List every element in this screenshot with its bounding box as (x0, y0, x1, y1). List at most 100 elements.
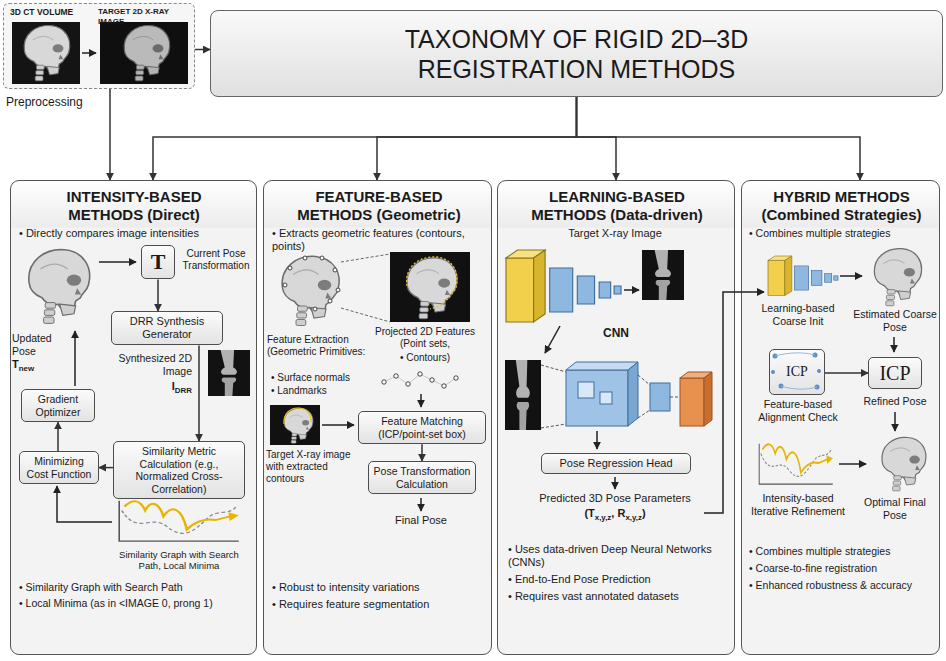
intensity-illustration (29, 250, 250, 541)
label-group: • Landmarks (271, 385, 366, 397)
box-label: Feature Matching (ICP/point-set box) (363, 415, 481, 440)
hybrid-illustration (759, 249, 926, 491)
caption-label: • Contours) (400, 352, 450, 363)
caption-label: (T (584, 507, 594, 519)
label-group: Feature Extraction (Geometric Primitives… (267, 334, 367, 358)
flow-arrow (157, 279, 159, 311)
box-label: Pose Regression Head (559, 457, 672, 470)
bullet-text: • Enhanced robustness & accuracy (749, 579, 937, 592)
caption-label: I (172, 380, 175, 392)
caption-label: • Landmarks (271, 385, 327, 396)
title-text: TAXONOMY OF RIGID 2D–3D REGISTRATION MET… (342, 24, 812, 84)
caption-label: CNN (603, 326, 629, 340)
box-label: Minimizing Cost Function (24, 455, 94, 480)
bullet-text: • Coarse-to-fine registration (749, 562, 937, 575)
label-group: Tnew (12, 358, 68, 374)
label-group: Updated Pose (12, 332, 68, 357)
box-label: Similarity Metric Calculation (e.g., Nor… (118, 445, 240, 495)
bullet-text: • Uses data-driven Deep Neural Networks … (508, 543, 728, 569)
caption-label: Optimal Final Pose (864, 496, 926, 521)
flow-arrow (577, 97, 617, 180)
bullet-text: • End-to-End Pose Prediction (508, 573, 728, 586)
icp-box: ICP (868, 357, 922, 389)
icp-box: ICP (769, 349, 825, 395)
process-box: Pose Regression Head (541, 453, 691, 474)
caption-label: Refined Pose (863, 395, 926, 407)
label-group: Refined Pose (852, 395, 938, 408)
label-group: Target X-ray image with extracted contou… (266, 449, 356, 485)
process-box: DRR Synthesis Generator (111, 311, 223, 345)
label-group: Intensity-based Iterative Refinement (746, 492, 850, 517)
caption-label: Target X-ray image with extracted contou… (266, 449, 350, 484)
flow-arrow (421, 444, 423, 461)
flow-arrow (198, 345, 200, 441)
box-caption: Current Pose Transformation (180, 248, 252, 272)
caption-label: Target X-ray Image (568, 227, 662, 239)
caption-label: Learning-based Coarse Init (762, 302, 835, 327)
image-caption: 3D CT VOLUME (10, 7, 90, 17)
bullet-text: • Extracts geometric features (contours,… (272, 227, 487, 253)
label-group: Learning-based Coarse Init (748, 302, 848, 327)
method-panel: FEATURE-BASED METHODS (Geometric)• Extra… (263, 180, 492, 655)
flow-arrow (57, 422, 59, 451)
flow-arrow (577, 97, 861, 180)
subscript-label: new (19, 364, 34, 373)
preprocessing-box: 3D CT VOLUMETARGET 2D X-RAY IMAGEPreproc… (3, 3, 195, 89)
step-label: Preprocessing (6, 95, 101, 109)
panel-heading: HYBRID METHODS (Combined Strategies) (752, 188, 931, 224)
caption-label: Projected 2D Features (Point sets, (375, 326, 475, 349)
label-group: Target X-ray Image (530, 227, 700, 240)
caption-label: Final Pose (395, 514, 447, 526)
caption-label: • Surface normals (271, 372, 350, 383)
process-box: Feature Matching (ICP/point-set box) (358, 411, 486, 444)
subscript-label: DRR (175, 386, 192, 395)
label-group: Projected 2D Features (Point sets, (372, 326, 478, 350)
flow-arrow (377, 97, 577, 180)
caption-label: Updated Pose (12, 332, 52, 357)
bullet-text: • Local Minima (as in <IMAGE 0, prong 1) (19, 597, 254, 610)
bullet-text: • Directly compares image intensities (19, 227, 252, 240)
box-label: Gradient Optimizer (26, 393, 90, 418)
subscript-label: x,y,z (625, 513, 642, 522)
image-caption: TARGET 2D X-RAY IMAGE (98, 7, 194, 26)
box-label: ICP (879, 361, 910, 385)
label-group: (Tx,y,z, Rx,y,z) (520, 507, 710, 523)
flow-arrow (195, 49, 210, 51)
label-group: Estimated Coarse Pose (852, 308, 938, 333)
process-box: Gradient Optimizer (21, 389, 95, 422)
bullet-text: • Combines multiple strategies (749, 545, 937, 558)
flow-arrow (99, 467, 113, 469)
caption-label: ) (642, 507, 646, 519)
learning-illustration (505, 250, 764, 513)
method-panel: INTENSITY-BASED METHODS (Direct)• Direct… (10, 180, 257, 655)
label-group: Synthesized 2D Image (104, 352, 192, 377)
bullet-text: • Robust to intensity variations (272, 581, 487, 594)
label-group: CNN (588, 326, 644, 340)
label-group: Similarity Graph with Search Path, Local… (108, 549, 250, 572)
label-group: • Surface normals (271, 372, 366, 384)
flow-arrow (153, 97, 577, 180)
transform-box: TCurrent Pose Transformation (141, 245, 175, 279)
feature-illustration (270, 252, 470, 511)
bullet-text: • Requires vast annotated datasets (508, 590, 728, 603)
label-group: Optimal Final Pose (852, 496, 938, 521)
caption-label: T (12, 358, 19, 370)
bullet-text: • Combines multiple strategies (749, 227, 937, 240)
bullet-text: • Similarity Graph with Search Path (19, 581, 254, 594)
caption-label: , R (611, 507, 625, 519)
caption-label: Synthesized 2D Image (118, 352, 192, 377)
title-box: TAXONOMY OF RIGID 2D–3D REGISTRATION MET… (210, 10, 943, 97)
preprocessing-images (12, 22, 188, 84)
box-label: ICP (786, 364, 808, 381)
box-label: Pose Transformation Calculation (373, 465, 471, 490)
process-box: Pose Transformation Calculation (368, 461, 476, 494)
caption-label: Estimated Coarse Pose (853, 308, 936, 333)
caption-label: Feature Extraction (Geometric Primitives… (267, 334, 365, 357)
subscript-label: x,y,z (595, 513, 612, 522)
method-panel: LEARNING-BASED METHODS (Data-driven) • Us… (497, 180, 735, 655)
label-group: Final Pose (380, 514, 462, 527)
box-label: DRR Synthesis Generator (116, 315, 218, 341)
transform-symbol: T (151, 249, 166, 275)
panel-heading: LEARNING-BASED METHODS (Data-driven) (517, 188, 717, 224)
caption-label: Feature-based Alignment Check (758, 398, 837, 423)
